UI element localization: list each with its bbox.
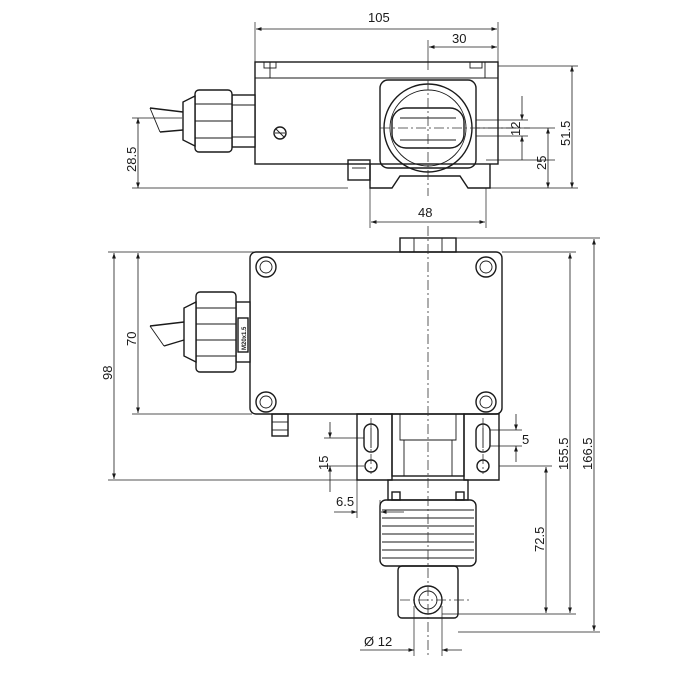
dim-top-offset: 30	[429, 31, 497, 49]
dim-top-axis-height: 25	[534, 128, 550, 188]
cable-gland-front: M20x1.5	[149, 291, 251, 373]
dim-front-overall-155: 155.5	[556, 253, 572, 613]
dim-front-body-height: 98	[100, 253, 116, 479]
dim-front-box-height: 70	[124, 253, 140, 413]
svg-text:70: 70	[124, 332, 139, 346]
top-view: 105 30	[124, 10, 578, 228]
svg-text:25: 25	[534, 156, 549, 170]
dim-front-hole-pitch: 15	[316, 422, 332, 492]
dim-front-slot: 5	[514, 414, 529, 462]
ground-screw-top	[273, 126, 287, 140]
svg-text:5: 5	[522, 432, 529, 447]
dim-top-width: 105	[256, 10, 497, 31]
svg-text:Ø 12: Ø 12	[364, 634, 392, 649]
mounting-tab-right	[463, 413, 500, 481]
dim-front-axis-height: 72.5	[532, 467, 548, 613]
svg-text:98: 98	[100, 366, 115, 380]
svg-text:166.5: 166.5	[580, 437, 595, 470]
dim-front-bore: Ø 12	[360, 634, 462, 652]
svg-text:51.5: 51.5	[558, 121, 573, 146]
svg-text:6.5: 6.5	[336, 494, 354, 509]
svg-text:12: 12	[508, 122, 523, 136]
svg-text:72.5: 72.5	[532, 527, 547, 552]
svg-text:155.5: 155.5	[556, 437, 571, 470]
corner-screws	[255, 256, 497, 413]
ground-screw-front	[271, 413, 289, 437]
housing-box-front	[249, 251, 503, 415]
mounting-tab-left	[356, 413, 393, 481]
dim-top-height: 51.5	[558, 66, 574, 188]
svg-text:30: 30	[452, 31, 466, 46]
dim-front-overall-166: 166.5	[580, 239, 596, 631]
dim-top-base-width: 48	[371, 205, 485, 224]
svg-text:15: 15	[316, 456, 331, 470]
dim-front-bracket: 6.5	[334, 494, 404, 514]
cable-gland-top	[149, 89, 256, 153]
dim-top-cable-height: 28.5	[124, 118, 140, 188]
svg-text:28.5: 28.5	[124, 147, 139, 172]
dim-top-bore: 12	[508, 96, 524, 160]
front-view: M20x1.5	[100, 226, 600, 656]
svg-text:48: 48	[418, 205, 432, 220]
svg-text:105: 105	[368, 10, 390, 25]
gland-marking: M20x1.5	[242, 326, 248, 350]
